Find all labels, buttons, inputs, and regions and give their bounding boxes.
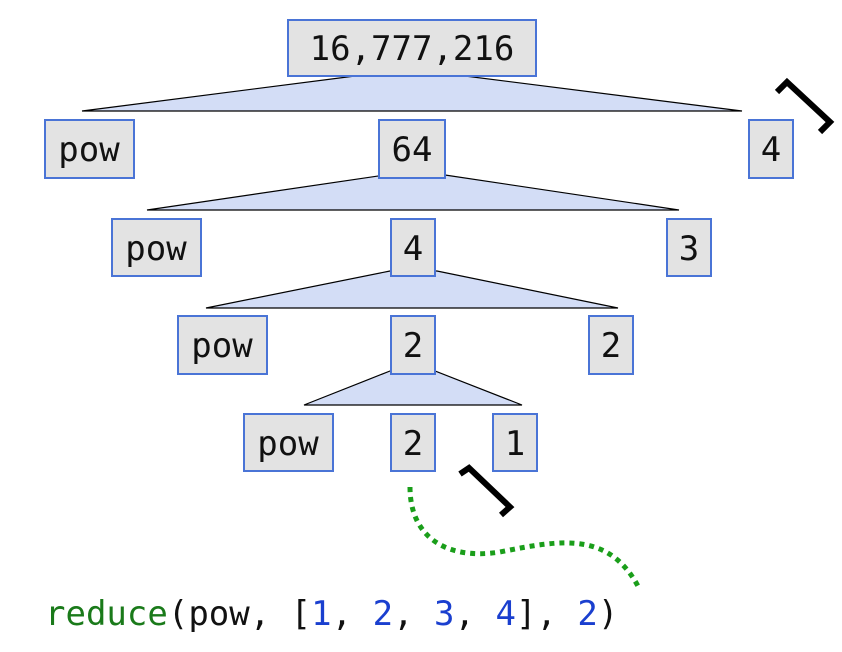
l1-left-box	[378, 119, 446, 179]
l4-right-box	[492, 413, 538, 472]
initial-value-link	[407, 486, 643, 592]
l2-right-value: 3	[679, 229, 699, 269]
l3-right-value: 2	[601, 326, 621, 366]
l3-left-box	[390, 315, 436, 375]
list-item-2: 2	[372, 594, 394, 634]
l3-fn-box	[177, 315, 268, 375]
list-sep-2: ,	[393, 594, 435, 634]
list-sep-3: ,	[454, 594, 496, 634]
l1-fn-label: pow	[58, 130, 120, 170]
reduce-func-name: reduce	[45, 594, 168, 634]
list-item-1: 1	[311, 594, 332, 634]
l2-left-value: 4	[403, 229, 423, 269]
code-sep1: , [	[249, 594, 312, 634]
l4-fn-box	[243, 413, 334, 472]
l4-fn-label: pow	[257, 424, 319, 464]
list-bracket-top	[774, 77, 835, 135]
l4-left-box	[390, 413, 436, 472]
l1-right-box	[748, 119, 794, 179]
l1-right-value: 4	[761, 130, 781, 170]
code-open-paren: (	[167, 594, 189, 634]
l2-fn-box	[111, 218, 202, 277]
l4-left-value: 2	[403, 424, 423, 464]
root-node-box	[287, 19, 537, 77]
l3-right-box	[588, 315, 634, 375]
l4-right-value: 1	[505, 424, 525, 464]
l2-right-box	[666, 218, 712, 277]
code-close-paren: )	[597, 594, 619, 634]
l3-fn-label: pow	[191, 326, 253, 366]
list-sep-1: ,	[331, 594, 373, 634]
fan-level4	[303, 370, 523, 406]
list-bracket-bottom	[458, 464, 515, 518]
initial-value: 2	[577, 594, 598, 634]
fan-level1	[81, 75, 743, 112]
l2-left-box	[390, 218, 436, 277]
list-item-3: 3	[434, 594, 455, 634]
fan-level2	[146, 174, 680, 211]
code-arg-fn: pow	[188, 594, 250, 634]
l2-fn-label: pow	[125, 229, 187, 269]
root-node-value: 16,777,216	[310, 29, 515, 69]
code-line: reduce(pow, [1, 2, 3, 4], 2)	[45, 592, 618, 636]
l1-left-value: 64	[392, 130, 433, 170]
l3-left-value: 2	[403, 326, 423, 366]
list-item-4: 4	[495, 594, 516, 634]
code-close-list: ],	[515, 594, 578, 634]
l1-fn-box	[44, 119, 135, 179]
